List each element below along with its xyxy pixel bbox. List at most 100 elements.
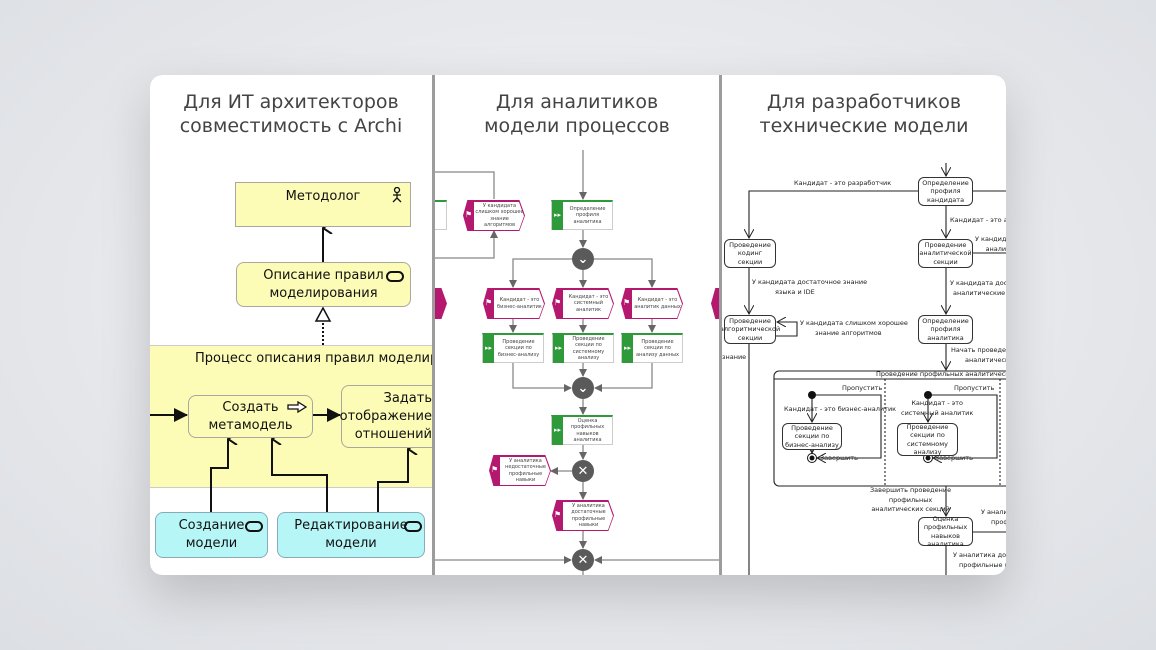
connectors <box>435 150 719 575</box>
panel-title: Для аналитиков модели процессов <box>435 90 719 138</box>
label-finish: Завершить <box>935 454 973 462</box>
label-line: языка и IDE <box>775 287 815 296</box>
title-line: Для ИТ архитекторов <box>183 91 399 113</box>
node-label: Создание <box>178 518 245 533</box>
title-line: Для разработчиков <box>766 91 962 113</box>
state-assess[interactable]: Оценка профильных навыков аналитика <box>918 515 973 548</box>
label-line: У аналит <box>981 508 1006 516</box>
event-label: Кандидат - это аналитик данных <box>634 297 681 310</box>
title-line: технические модели <box>759 115 969 137</box>
event-insufficient[interactable]: ⚑ У аналитика недостаточные профильные на… <box>489 455 551 486</box>
event-ba[interactable]: ⚑ Кандидат - это бизнес-аналитик <box>483 288 545 319</box>
event-too-good[interactable]: ⚑У кандидата слишком хорошее знание алго… <box>463 200 525 231</box>
event-partial <box>435 288 447 319</box>
title-line: совместимость с Archi <box>179 115 403 137</box>
node-modeling-rules[interactable]: Описание правил моделирования <box>236 262 411 307</box>
node-label: отображение <box>339 408 432 424</box>
gateway-xor: ✕ <box>572 460 594 482</box>
function-icon: ▸▸ <box>553 333 564 363</box>
panel-archi: Для ИТ архитекторов совместимость с Arch… <box>150 75 432 575</box>
state-algorithmic[interactable]: Проведение алгоритмической секции <box>722 315 780 344</box>
label-dev: Кандидат - это разработчик <box>794 179 892 187</box>
gateway-xor-join: ✕ <box>572 549 594 571</box>
label-line: У кандидата достато <box>950 279 1006 287</box>
function-icon: ▸▸ <box>622 333 633 363</box>
flag-icon: ⚑ <box>491 465 499 474</box>
label-line: аналитические зна <box>953 288 1006 297</box>
state-coding[interactable]: Проведение кодинг секции <box>724 239 776 268</box>
label-insufficient: У аналитпроф <box>981 508 1006 527</box>
function-label: Определение профиля аналитика <box>569 205 606 225</box>
node-label: Задать <box>383 390 433 406</box>
feature-card: Для ИТ архитекторов совместимость с Arch… <box>150 75 1006 575</box>
event-label: Кандидат - это бизнес-аналитик <box>497 297 542 310</box>
event-partial <box>711 288 719 319</box>
state-ba-section[interactable]: Проведение секции по бизнес-анализу <box>782 423 842 450</box>
label-line: Кандидат - это <box>911 399 963 407</box>
function-profile[interactable]: ▸▸Определение профиля аналитика <box>551 200 613 230</box>
flag-icon: ⚑ <box>554 298 562 307</box>
flag-icon: ⚑ <box>465 210 473 219</box>
actor-icon <box>392 187 402 203</box>
label-start: Начать проведениеаналитических <box>951 346 1006 365</box>
node-label: Описание правил <box>263 267 384 283</box>
state-sa-section[interactable]: Проведение секции по системному анализу <box>897 423 958 456</box>
node-create-model[interactable]: Создание модели <box>155 512 268 558</box>
title-line: Для аналитиков <box>495 91 659 113</box>
label-knowledge: знание <box>722 353 747 361</box>
panel-analysts: Для аналитиков модели процессов ⚑У <box>435 75 719 575</box>
function-sa[interactable]: ▸▸ Проведение секции по системному анализ… <box>552 333 614 363</box>
event-label: У аналитика недостаточные профильные нав… <box>505 457 546 484</box>
node-label: метамодель <box>208 417 293 433</box>
state-analyst-profile[interactable]: Определение профиля аналитика <box>918 315 973 344</box>
title-line: модели процессов <box>484 115 670 137</box>
flag-icon: ⚑ <box>623 298 631 307</box>
event-label: У кандидата слишком хорошее знание алгор… <box>475 202 524 229</box>
event-label: У аналитика достаточные профильные навык… <box>571 502 606 529</box>
label-line: аналитических <box>965 355 1006 364</box>
event-sa[interactable]: ⚑ Кандидат - это системный аналитик <box>552 288 614 319</box>
state-candidate-profile[interactable]: Определение профиля кандидата <box>918 177 973 206</box>
node-label: Методолог <box>285 189 361 204</box>
function-da[interactable]: ▸▸Проведение секции по анализу данных <box>621 333 683 363</box>
panel-title: Для ИТ архитекторов совместимость с Arch… <box>150 90 432 138</box>
label-line: знание алгоритмов <box>815 328 882 337</box>
connectors <box>150 75 432 512</box>
label-finish: Завершить <box>820 454 858 462</box>
function-ba[interactable]: ▸▸Проведение секции по бизнес-анализу <box>482 333 544 363</box>
function-partial[interactable] <box>435 200 447 230</box>
event-da[interactable]: ⚑Кандидат - это аналитик данных <box>621 288 683 319</box>
function-label: Проведение секции по бизнес-анализу <box>497 338 540 358</box>
node-label: моделирования <box>269 285 378 301</box>
gateway-or-split: ⌄ <box>572 248 594 270</box>
function-label: Оценка профильных навыков аналитика <box>570 417 605 444</box>
event-label: Кандидат - это системный аналитик <box>568 293 609 313</box>
container-title: Проведение профильных аналитических секц… <box>876 370 1006 378</box>
flag-icon: ⚑ <box>485 298 493 307</box>
label-line: У кандидата достаточное знание <box>752 278 868 286</box>
label-line: профильных <box>888 495 933 504</box>
process-arrow-icon <box>287 401 307 413</box>
function-icon: ▸▸ <box>552 415 563 445</box>
label-line: Завершить проведение <box>870 486 952 494</box>
label-line: У кандидат <box>975 235 1006 243</box>
function-assess[interactable]: ▸▸ Оценка профильных навыков аналитика <box>551 415 613 445</box>
event-sufficient[interactable]: ⚑У аналитика достаточные профильные навы… <box>552 500 614 531</box>
label-line: системный аналитик <box>901 408 974 417</box>
node-label: модели <box>185 536 238 551</box>
panel-title: Для разработчиков технические модели <box>722 90 1006 138</box>
label-sufficient: У аналитика достатпрофильные на <box>953 551 1006 570</box>
service-icon <box>386 271 404 282</box>
label-sufficient-an: У кандидата достатоаналитические зна <box>950 279 1006 298</box>
label-line: У кандидата слишком хорошее <box>800 319 908 327</box>
function-label: Проведение секции по системному анализу <box>572 335 605 362</box>
node-methodologist[interactable]: Методолог <box>235 182 411 227</box>
label-analyst: Кандидат - это анал <box>950 216 1006 224</box>
label-line: аналитических секций <box>871 505 950 513</box>
state-analytical[interactable]: Проведение аналитической секции <box>918 239 973 268</box>
